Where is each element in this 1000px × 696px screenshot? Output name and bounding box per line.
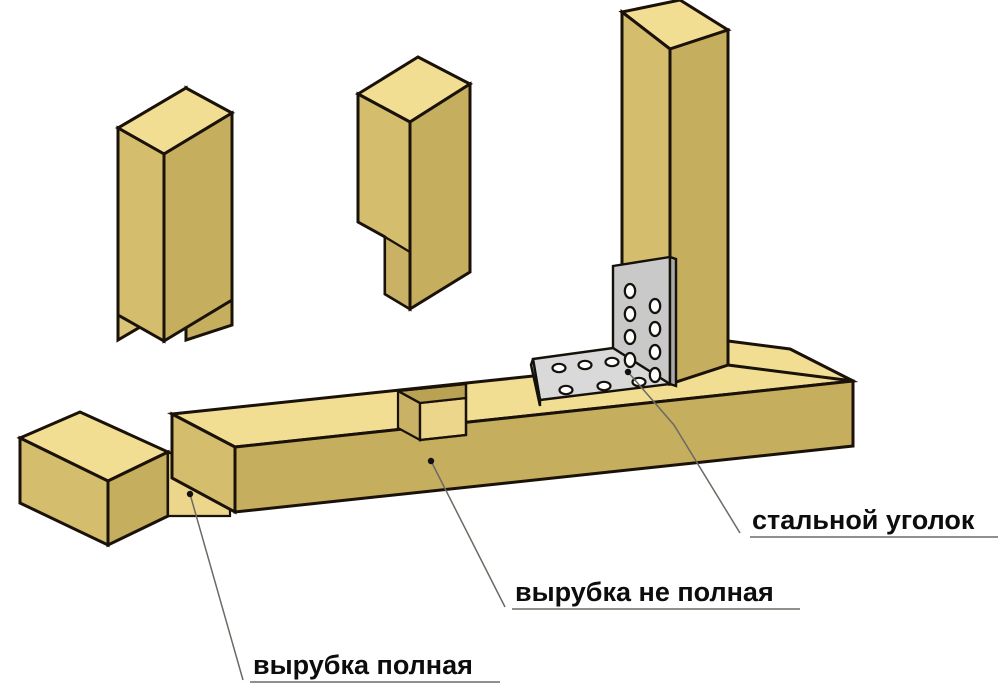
post-plain-solid bbox=[114, 86, 236, 344]
callout-leader-line bbox=[189, 493, 244, 681]
beam-long-left-end-face bbox=[170, 411, 237, 515]
bracket-horizontal-plate-thickness bbox=[529, 358, 542, 407]
callout-full-notch: вырубка полная bbox=[186, 490, 500, 683]
callout-leader-line bbox=[627, 371, 741, 534]
post-notched bbox=[354, 55, 474, 312]
partial-notch-floor bbox=[418, 396, 468, 442]
steel-bracket bbox=[529, 255, 678, 407]
bracket-hole bbox=[558, 384, 574, 396]
callout-label-partial-notch: вырубка не полная bbox=[515, 577, 774, 607]
beam-step-top bbox=[726, 339, 854, 383]
beam-step-behind-post bbox=[726, 339, 854, 383]
callout-anchor-dot bbox=[186, 490, 194, 498]
bracket-hole bbox=[623, 351, 637, 369]
post-plain-side-face bbox=[162, 110, 234, 344]
callouts: стальной уголок вырубка не полная вырубк… bbox=[186, 368, 998, 683]
bracket-hole bbox=[596, 380, 612, 392]
callout-anchor-dot bbox=[427, 457, 435, 465]
callout-anchor-dot bbox=[624, 368, 632, 376]
callout-partial-notch: вырубка не полная bbox=[427, 457, 800, 610]
bracket-vertical-holes bbox=[623, 282, 662, 384]
bracket-vertical-plate-edge bbox=[668, 255, 678, 388]
bracket-hole bbox=[623, 328, 637, 346]
callout-leader-line bbox=[430, 460, 506, 608]
post-installed-side-face bbox=[668, 27, 730, 387]
bracket-hole bbox=[551, 362, 567, 374]
callout-label-full-notch: вырубка полная bbox=[253, 650, 473, 680]
bracket-hole bbox=[648, 366, 662, 384]
bracket-hole bbox=[648, 320, 662, 338]
bracket-hole bbox=[623, 305, 637, 323]
bracket-hole bbox=[577, 359, 593, 371]
bracket-hole bbox=[648, 343, 662, 361]
partial-notch-outline bbox=[394, 382, 468, 442]
bracket-hole bbox=[648, 297, 662, 315]
callout-label-steel-bracket: стальной уголок bbox=[752, 505, 975, 535]
post-notched-side-face bbox=[408, 81, 472, 312]
bracket-hole bbox=[604, 356, 620, 368]
callout-steel-bracket: стальной уголок bbox=[624, 368, 998, 538]
post-plain-front-face bbox=[116, 125, 166, 344]
bracket-hole bbox=[623, 282, 637, 300]
